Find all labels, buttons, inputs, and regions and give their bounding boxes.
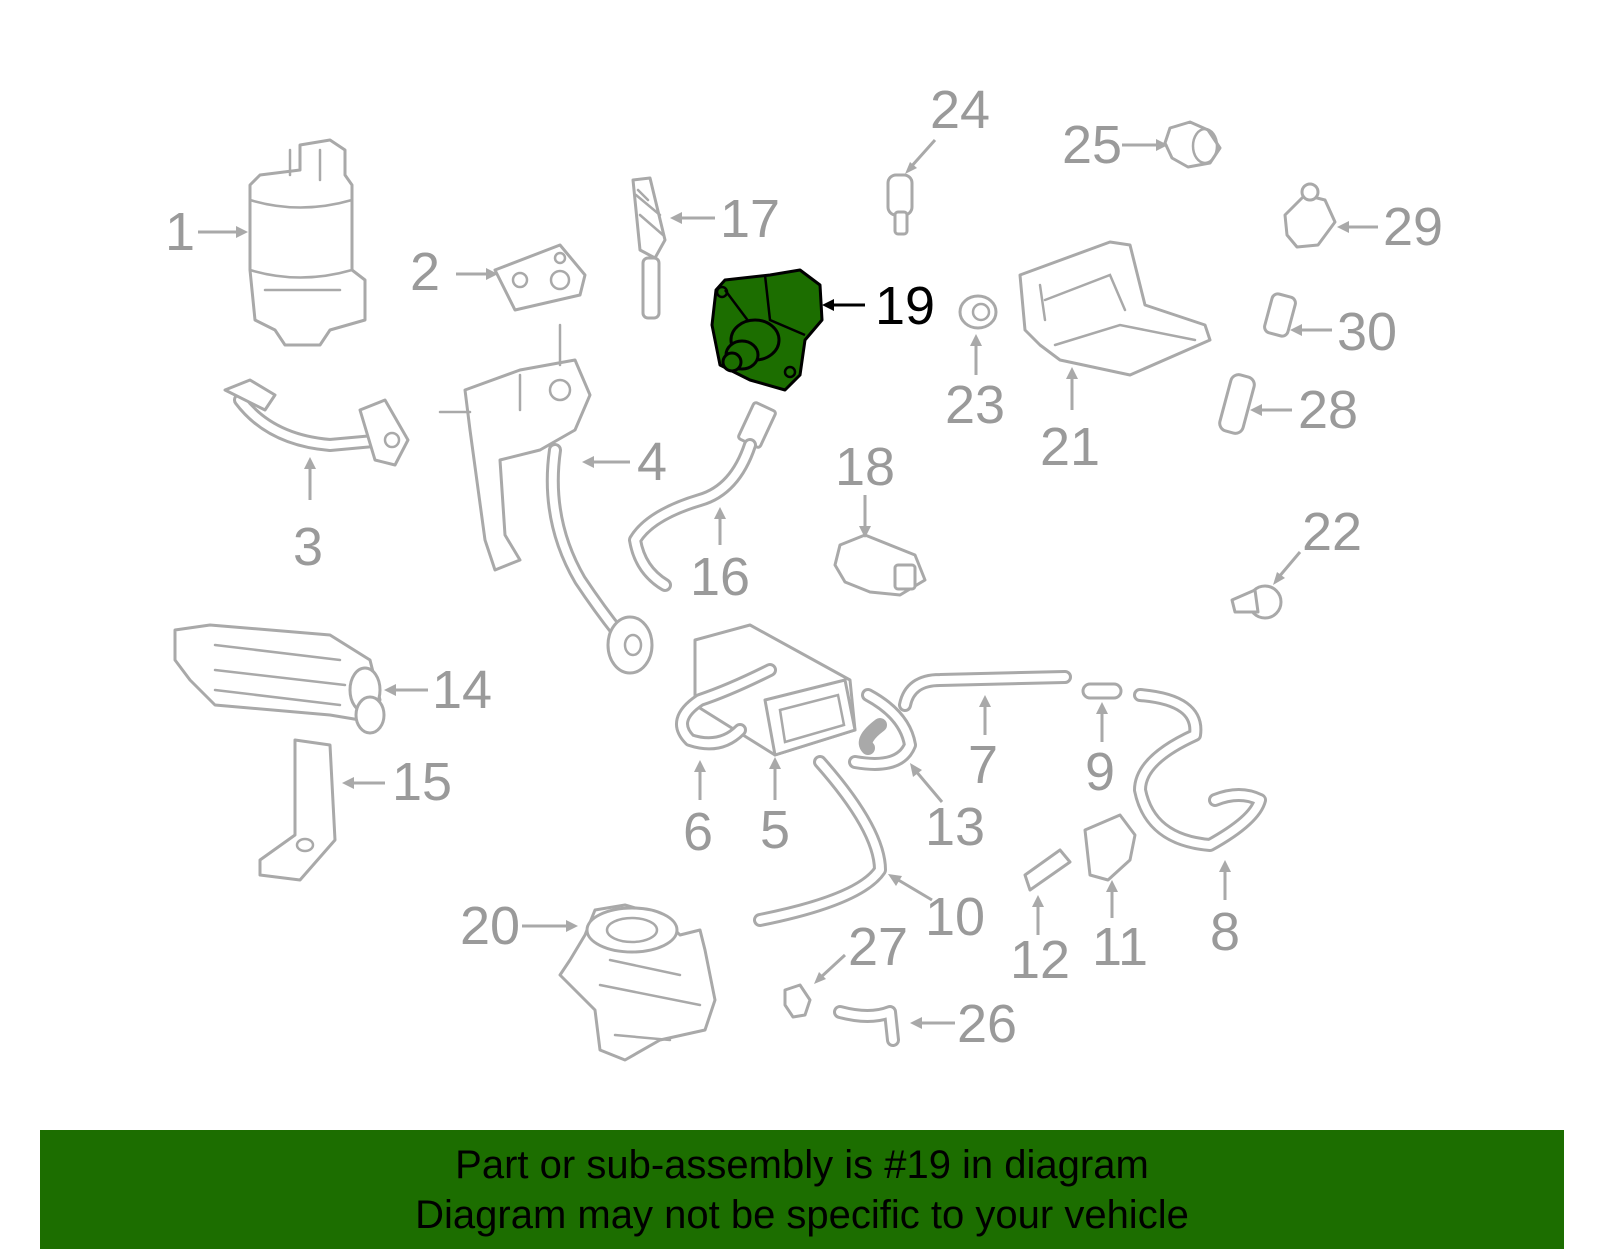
part-1-egr-valve[interactable] bbox=[198, 138, 367, 347]
banner-line-2: Diagram may not be specific to your vehi… bbox=[415, 1193, 1189, 1237]
label-15: 15 bbox=[392, 752, 452, 812]
part-16-oxygen-sensor[interactable] bbox=[628, 401, 777, 592]
label-24: 24 bbox=[930, 80, 990, 140]
label-13: 13 bbox=[925, 797, 985, 857]
part-21-tray[interactable] bbox=[1018, 240, 1212, 410]
part-5-vapor-canister[interactable] bbox=[693, 623, 857, 800]
label-5: 5 bbox=[760, 800, 790, 860]
part-7-hose[interactable] bbox=[898, 670, 1072, 735]
part-12-bracket[interactable] bbox=[1023, 848, 1072, 935]
label-14: 14 bbox=[432, 660, 492, 720]
info-banner: Part or sub-assembly is #19 in diagram D… bbox=[40, 1130, 1564, 1249]
part-11-cover[interactable] bbox=[1083, 813, 1137, 918]
part-2-gasket[interactable] bbox=[456, 243, 587, 312]
label-3: 3 bbox=[293, 517, 323, 577]
part-6-canister-hose[interactable] bbox=[675, 663, 777, 800]
part-24-valve[interactable] bbox=[886, 139, 937, 236]
label-2: 2 bbox=[410, 242, 440, 302]
part-9-connector[interactable] bbox=[1081, 682, 1123, 742]
banner-line-1: Part or sub-assembly is #19 in diagram bbox=[455, 1143, 1149, 1187]
label-6: 6 bbox=[683, 802, 713, 862]
part-17-oxygen-sensor[interactable] bbox=[631, 176, 715, 320]
part-19-idle-air-control-valve[interactable] bbox=[710, 268, 865, 392]
part-20-air-pump[interactable] bbox=[522, 903, 717, 1062]
part-13-hose[interactable] bbox=[848, 688, 944, 803]
part-27-clip[interactable] bbox=[783, 953, 847, 1019]
part-26-hose[interactable] bbox=[833, 1005, 955, 1047]
label-1: 1 bbox=[165, 202, 195, 262]
part-29-sensor[interactable] bbox=[1283, 182, 1378, 249]
part-23-grommet[interactable] bbox=[958, 294, 998, 375]
label-23: 23 bbox=[945, 375, 1005, 435]
label-25: 25 bbox=[1062, 115, 1122, 175]
label-30: 30 bbox=[1337, 302, 1397, 362]
label-20: 20 bbox=[460, 896, 520, 956]
part-18-map-sensor[interactable] bbox=[833, 495, 927, 597]
part-15-bracket[interactable] bbox=[258, 738, 385, 882]
part-3-egr-pipe[interactable] bbox=[223, 378, 410, 500]
label-26: 26 bbox=[957, 994, 1017, 1054]
label-19: 19 bbox=[875, 276, 935, 336]
label-27: 27 bbox=[848, 917, 908, 977]
part-28-filter[interactable] bbox=[1218, 373, 1292, 435]
label-8: 8 bbox=[1210, 902, 1240, 962]
label-29: 29 bbox=[1383, 197, 1443, 257]
label-4: 4 bbox=[637, 432, 667, 492]
label-28: 28 bbox=[1298, 380, 1358, 440]
part-10-tube[interactable] bbox=[753, 755, 933, 927]
label-22: 22 bbox=[1302, 502, 1362, 562]
label-18: 18 bbox=[835, 437, 895, 497]
label-11: 11 bbox=[1092, 917, 1148, 977]
label-21: 21 bbox=[1040, 417, 1100, 477]
label-10: 10 bbox=[925, 887, 985, 947]
label-12: 12 bbox=[1010, 930, 1070, 990]
part-14-solenoid[interactable] bbox=[173, 623, 428, 735]
part-30-valve[interactable] bbox=[1263, 292, 1332, 338]
part-22-bolt[interactable] bbox=[1230, 551, 1302, 620]
part-4-egr-bracket-tube[interactable] bbox=[438, 323, 654, 675]
label-17: 17 bbox=[720, 189, 780, 249]
label-7: 7 bbox=[968, 735, 998, 795]
part-25-cap[interactable] bbox=[1122, 120, 1222, 169]
label-9: 9 bbox=[1085, 742, 1115, 802]
label-16: 16 bbox=[690, 547, 750, 607]
part-8-hose[interactable] bbox=[1133, 688, 1267, 900]
